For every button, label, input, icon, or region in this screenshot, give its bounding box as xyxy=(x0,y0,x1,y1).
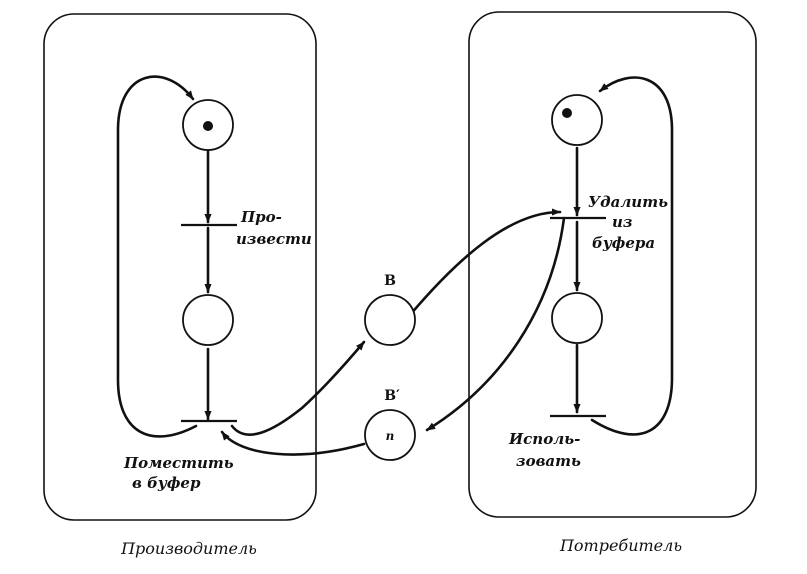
producer-box xyxy=(43,13,317,521)
consumer-caption: Потребитель xyxy=(559,536,682,555)
place-b-prime-label: B′ xyxy=(384,388,400,404)
put-label-line1: Поместить xyxy=(123,454,234,472)
use-label-line1: Исполь- xyxy=(508,430,580,448)
place-consumer-ready xyxy=(551,94,603,146)
remove-label-line3: буфера xyxy=(592,234,655,252)
produce-label-line2: извести xyxy=(236,230,312,248)
token-consumer xyxy=(562,108,572,118)
place-consumer-got xyxy=(551,292,603,344)
place-buffer-b xyxy=(364,294,416,346)
b-prime-token-count: n xyxy=(386,429,395,443)
place-producer-produced xyxy=(182,294,234,346)
produce-label-line1: Про- xyxy=(240,208,282,226)
put-label-line2: в буфер xyxy=(132,474,201,492)
arc-bprime-to-put xyxy=(220,430,366,456)
remove-label-line2: из xyxy=(612,213,632,231)
remove-label-line1: Удалить xyxy=(588,193,668,211)
place-buffer-b-prime xyxy=(364,409,416,461)
arc-put-to-p1-loop xyxy=(116,75,198,438)
use-label-line2: зовать xyxy=(516,452,581,470)
consumer-box xyxy=(468,11,757,518)
arc-remove-to-bprime xyxy=(425,216,566,432)
arc-put-to-b xyxy=(230,340,366,436)
producer-caption: Производитель xyxy=(120,539,257,558)
token-producer xyxy=(203,121,213,131)
arc-b-to-remove xyxy=(408,208,562,317)
arc-use-to-c1-loop xyxy=(590,76,674,436)
place-b-label: B xyxy=(384,273,396,289)
